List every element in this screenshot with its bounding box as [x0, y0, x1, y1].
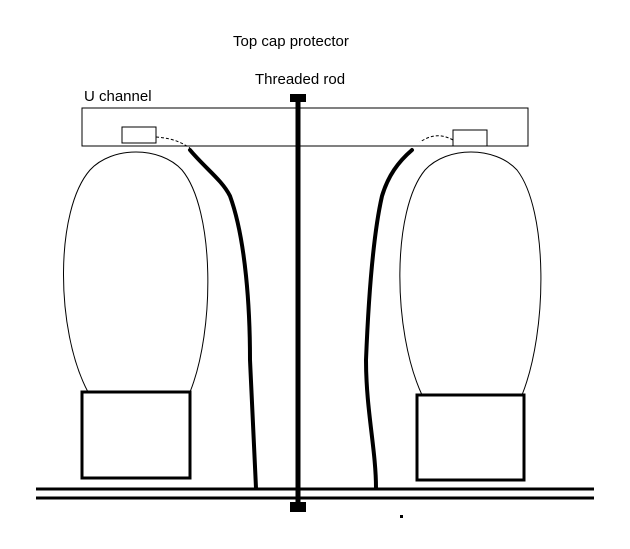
right-dashed-wire — [419, 135, 454, 143]
right-sensor-box — [452, 129, 488, 147]
right-weight-block — [415, 393, 526, 482]
left-sensor-box — [121, 126, 157, 144]
right-bag — [399, 151, 542, 396]
top-cap-protector — [290, 94, 306, 102]
u-channel — [81, 107, 529, 147]
left-cable — [188, 148, 258, 490]
right-cable — [363, 148, 414, 490]
left-bag — [63, 151, 209, 393]
left-dashed-wire — [155, 136, 191, 149]
left-weight-block — [80, 390, 192, 480]
small-dot-mark — [400, 515, 403, 518]
top-cap-protector-label: Top cap protector — [233, 33, 349, 50]
u-channel-label: U channel — [84, 88, 152, 105]
threaded-rod-label: Threaded rod — [255, 71, 345, 88]
bottom-nut — [290, 502, 306, 512]
